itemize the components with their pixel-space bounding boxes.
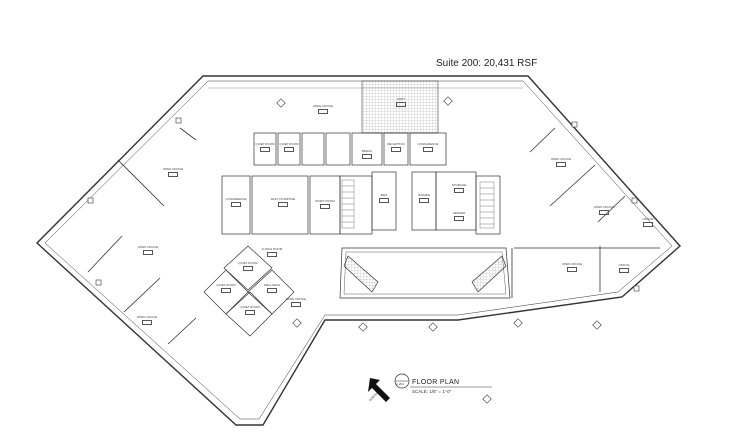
sheet-reference: A-201 [396, 382, 405, 386]
sheet-reference-icon [394, 373, 410, 389]
room-label: OPEN OFFICE [130, 315, 164, 326]
room-label: WELLNESS [255, 283, 289, 294]
columns [87, 96, 640, 404]
room-label: OPEN OFFICE [306, 104, 340, 115]
room-label: STORAGE [442, 183, 476, 194]
atrium-opening [339, 247, 511, 299]
room-label: RECEPTION [379, 142, 413, 153]
north-arrow-icon [368, 378, 390, 402]
room-label: QUIET ROOM [233, 305, 267, 316]
room-label: QUIET ROOM [231, 261, 265, 272]
room-label: OPEN OFFICE [587, 205, 621, 216]
building-core [221, 132, 501, 235]
room-label: QUIET ROOM [272, 142, 306, 153]
room-label: OPEN OFFICE [279, 297, 313, 308]
suite-title: Suite 200: 20,431 RSF [436, 58, 538, 69]
room-label: BREAK [350, 149, 384, 160]
floor-plan-title: FLOOR PLAN [412, 379, 460, 386]
room-label: MEN [367, 193, 401, 204]
exterior-wall [35, 75, 681, 426]
quiet-room-cluster [203, 245, 295, 337]
room-label: OFFICE [631, 217, 665, 228]
scale-note: SCALE: 1/8" = 1'-0" [412, 389, 452, 394]
room-label: COPY [384, 97, 418, 108]
room-label: SERVER [442, 211, 476, 222]
partition-walls [87, 127, 660, 345]
room-label: WOMEN [407, 193, 441, 204]
stairs [341, 179, 495, 229]
room-label: OPEN OFFICE [156, 167, 190, 178]
room-label: OFFICE [607, 263, 641, 274]
room-label: OPEN OFFICE [555, 262, 589, 273]
room-label: CONFERENCE [219, 197, 253, 208]
room-label: OPEN OFFICE [131, 245, 165, 256]
room-label: MULTI PURPOSE [266, 197, 300, 208]
room-label: QUIET ROOM [248, 142, 282, 153]
room-label: QUIET ROOM [209, 283, 243, 294]
room-label: CONFERENCE [411, 142, 445, 153]
room-label: LUNCH ROOM [255, 247, 289, 258]
room-label: OPEN OFFICE [544, 157, 578, 168]
room-label: WORK ROOM [308, 199, 342, 210]
